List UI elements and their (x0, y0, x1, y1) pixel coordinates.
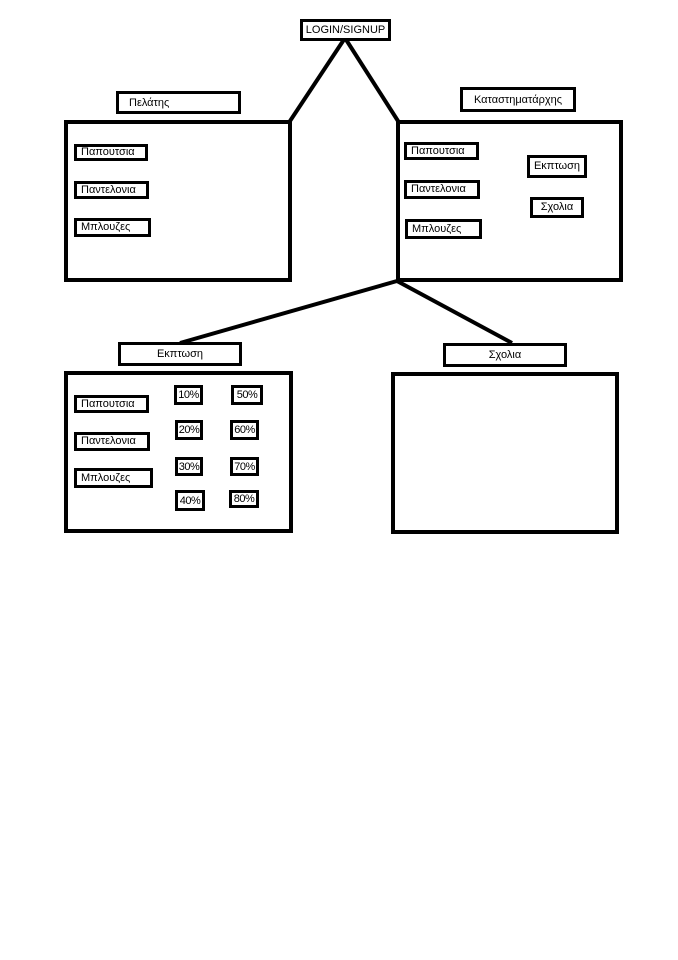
discount-option-20[interactable]: 20% (175, 420, 203, 440)
discount-option-80[interactable]: 80% (229, 490, 259, 508)
customer-title: Πελάτης (116, 91, 241, 114)
manager-item-shoes[interactable]: Παπουτσια (404, 142, 479, 160)
comments-panel[interactable] (391, 372, 619, 534)
discount-option-40[interactable]: 40% (175, 490, 205, 511)
discount-option-10[interactable]: 10% (174, 385, 203, 405)
manager-item-shirts[interactable]: Μπλουζες (405, 219, 482, 239)
manager-comments-button[interactable]: Σχολια (530, 197, 584, 218)
discount-option-50[interactable]: 50% (231, 385, 263, 405)
connector-manager-to-comments (396, 279, 513, 345)
manager-discount-button[interactable]: Εκπτωση (527, 155, 587, 178)
customer-item-pants[interactable]: Παντελονια (74, 181, 149, 199)
discount-option-70[interactable]: 70% (230, 457, 259, 476)
customer-item-shirts[interactable]: Μπλουζες (74, 218, 151, 237)
customer-item-shoes[interactable]: Παπουτσια (74, 144, 148, 161)
connector-manager-to-discount (179, 279, 398, 345)
discount-item-shoes[interactable]: Παπουτσια (74, 395, 149, 413)
connector-login-to-customer (288, 36, 347, 123)
manager-title: Καταστηματάρχης (460, 87, 576, 112)
connector-login-to-manager (343, 36, 400, 123)
discount-option-60[interactable]: 60% (230, 420, 259, 440)
comments-title: Σχολια (443, 343, 567, 367)
login-signup-button[interactable]: LOGIN/SIGNUP (300, 19, 391, 41)
manager-item-pants[interactable]: Παντελονια (404, 180, 480, 199)
discount-option-30[interactable]: 30% (175, 457, 203, 476)
discount-title: Εκπτωση (118, 342, 242, 366)
discount-item-pants[interactable]: Παντελονια (74, 432, 150, 451)
discount-item-shirts[interactable]: Μπλουζες (74, 468, 153, 488)
